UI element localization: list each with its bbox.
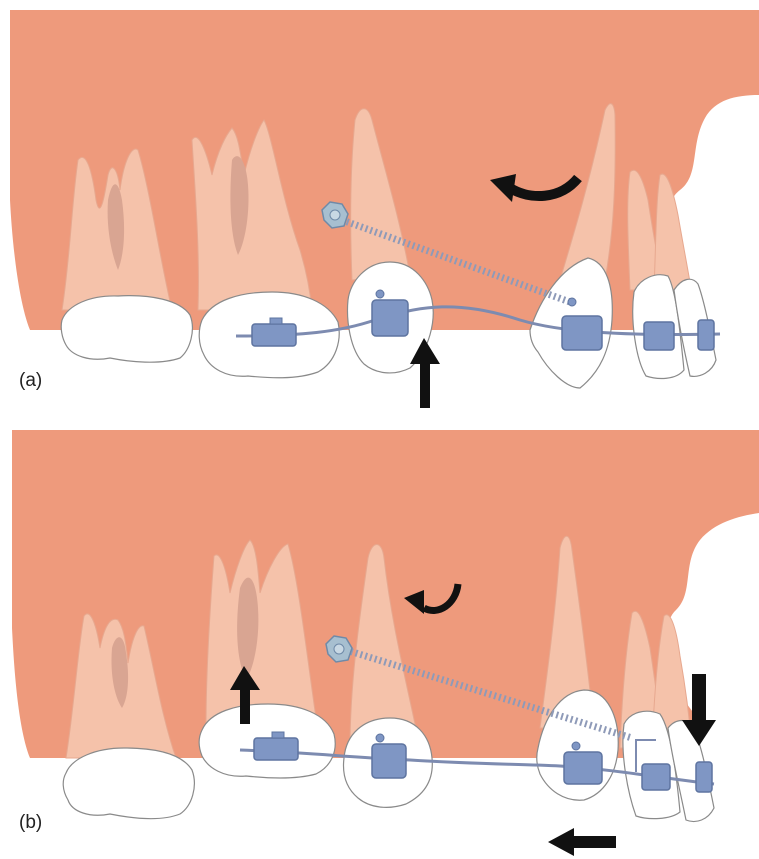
molar-crown-1	[63, 748, 194, 819]
panel-a-illustration	[0, 0, 759, 420]
lateral-bracket-1	[642, 764, 670, 790]
premolar-bracket	[372, 300, 408, 336]
panel-a: (a)	[0, 0, 759, 420]
molar-tube	[252, 324, 296, 346]
canine-bracket	[562, 316, 602, 350]
molar-tube	[254, 738, 298, 760]
lateral-bracket-1	[644, 322, 674, 350]
lateral-bracket-2	[696, 762, 712, 792]
panel-b: (b)	[0, 428, 759, 859]
canine-bracket	[564, 752, 602, 784]
left-arrow-icon	[548, 828, 616, 856]
lateral-bracket-2	[698, 320, 714, 350]
premolar-bracket	[372, 744, 406, 778]
molar-crown-1	[61, 296, 192, 363]
panel-b-illustration	[0, 428, 759, 859]
panel-label-b: (b)	[19, 812, 42, 834]
panel-label-a: (a)	[19, 370, 42, 392]
